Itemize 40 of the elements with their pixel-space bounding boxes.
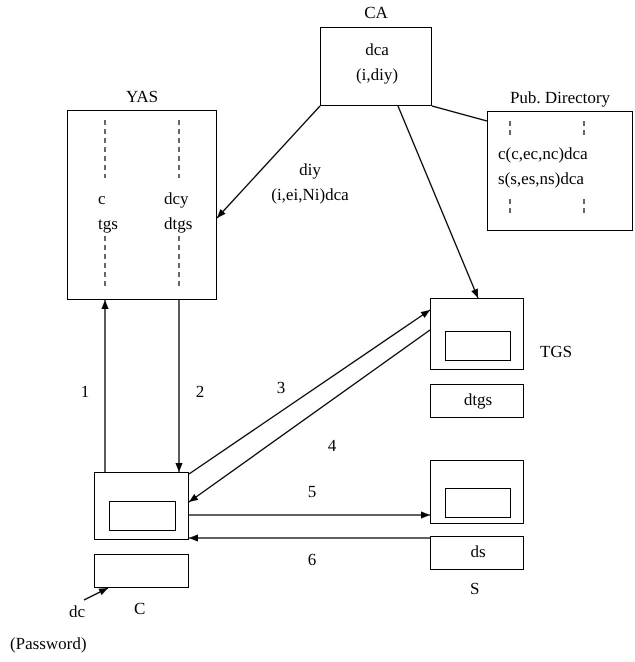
process-box [320,27,432,106]
arrow [188,329,430,503]
node-heading: YAS [126,86,158,108]
arrow [397,106,479,298]
node-text: c(c,ec,nc)dca [498,143,588,165]
edge-label: 1 [80,381,90,403]
keyboard [94,554,189,588]
node-text: c tgs [98,188,118,235]
arrow [188,309,430,475]
computer-monitor [430,460,524,524]
process-box [487,111,633,231]
edge-label: 5 [308,481,316,503]
arrow [175,300,183,472]
node-heading: Pub. Directory [510,87,610,109]
node-caption: C [134,598,146,620]
arrow [189,511,430,519]
node-text: dcy dtgs [164,188,192,235]
arrow [84,587,108,601]
note-text: (Password) [10,633,86,655]
edge-label: 2 [196,381,204,403]
arrow [216,106,320,218]
node-text: dca (i,diy) [356,39,398,86]
process-box [430,384,524,418]
node-text: s(s,es,ns)dca [498,168,584,190]
computer-monitor [94,472,189,540]
process-box [67,110,217,300]
node-caption: TGS [540,341,572,363]
node-text: ds [470,541,486,563]
edge-label: 3 [276,377,286,399]
node-text: dc [68,601,86,623]
node-text: dtgs [464,389,492,411]
arrow [101,300,109,472]
edge-label: diy (i,ei,Ni)dca [271,159,349,206]
computer-monitor [430,298,524,370]
edge-label: 4 [328,435,336,457]
node-heading: CA [364,2,388,24]
process-box [430,536,524,570]
arrow [189,534,430,542]
node-caption: S [470,578,480,600]
edge-label: 6 [308,549,316,571]
